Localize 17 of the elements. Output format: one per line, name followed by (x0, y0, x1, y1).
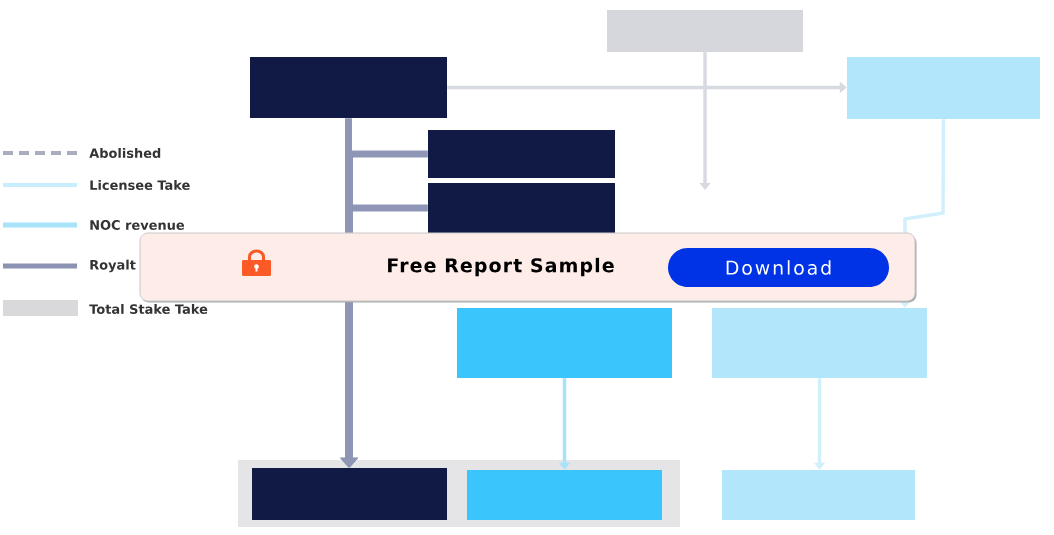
box (428, 183, 615, 233)
legend-label: Licensee Take (90, 180, 190, 190)
legend-label: NOC revenue (90, 220, 185, 230)
box (722, 470, 915, 520)
box (250, 57, 447, 118)
box (457, 308, 672, 378)
banner-title: Free Report Sample (388, 257, 614, 277)
box (252, 468, 447, 520)
box (607, 10, 803, 52)
legend-label: Abolished (89, 148, 161, 158)
legend-label: Royalt (90, 259, 136, 273)
box (428, 130, 615, 178)
box (712, 308, 927, 378)
box (467, 470, 662, 520)
download-button: Download (668, 248, 889, 287)
legend-label: Total Stake Take (89, 304, 208, 314)
box (847, 57, 1040, 119)
